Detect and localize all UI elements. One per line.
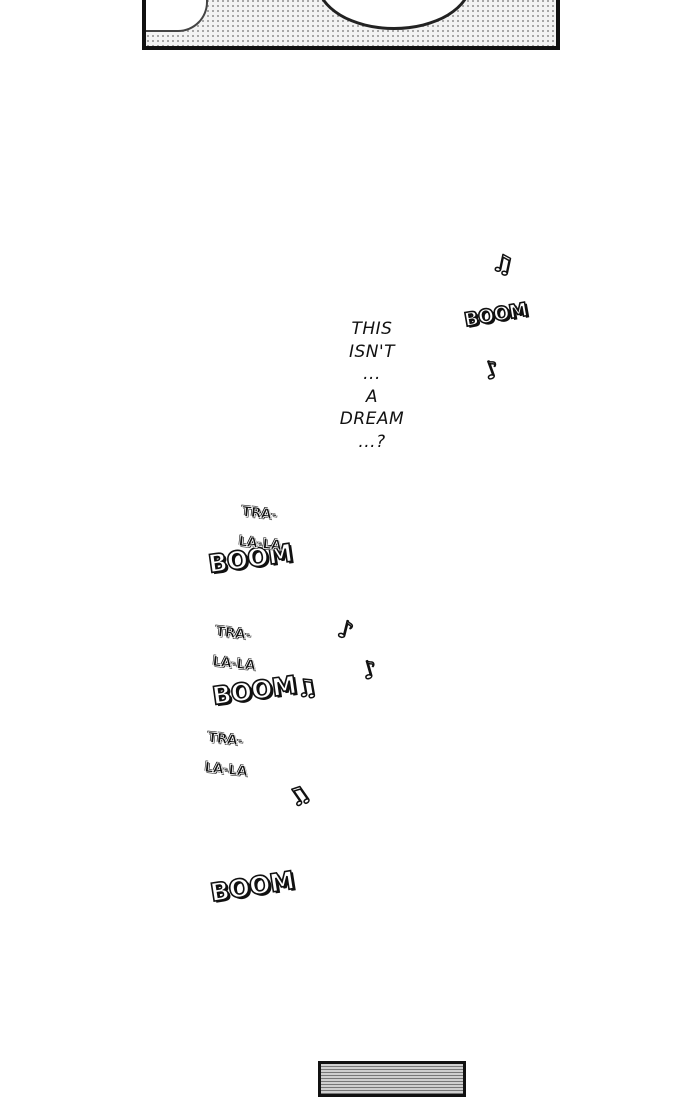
music-note-icon: ♫ bbox=[281, 778, 316, 815]
dialogue-text: THIS ISN'T ... A DREAM ...? bbox=[322, 318, 422, 453]
dialogue-line: ... bbox=[363, 364, 381, 384]
music-note-icon: ♪ bbox=[479, 353, 504, 386]
sfx-tra-la-la-line: LA-LA bbox=[203, 759, 249, 781]
music-note-icon: ♪ bbox=[334, 614, 357, 646]
dialogue-line: DREAM bbox=[339, 409, 405, 429]
sfx-tra-la-la-line: TRA- bbox=[240, 503, 278, 524]
sfx-tra-la-la-line: LA-LA bbox=[237, 533, 283, 555]
bottom-panel-fragment bbox=[318, 1061, 466, 1097]
character-head-outline bbox=[316, 0, 472, 30]
sfx-tra-la-la: TRA- LA-LA bbox=[210, 610, 260, 689]
sfx-boom: BOOM bbox=[207, 865, 297, 908]
sfx-tra-la-la: TRA- LA-LA bbox=[236, 490, 286, 569]
music-note-icon: ♫ bbox=[489, 247, 517, 280]
sfx-tra-la-la-line: LA-LA bbox=[211, 653, 257, 675]
music-note-icon: ♫ bbox=[293, 672, 321, 705]
sfx-boom: BOOM bbox=[462, 298, 530, 332]
top-panel-fragment bbox=[142, 0, 560, 50]
sfx-tra-la-la-line: TRA- bbox=[214, 623, 252, 644]
sfx-tra-la-la-line: TRA- bbox=[206, 729, 244, 750]
dialogue-line: THIS bbox=[351, 319, 393, 339]
speech-bubble-fragment bbox=[146, 0, 208, 32]
music-note-icon: ♪ bbox=[358, 654, 382, 687]
dialogue-line: ...? bbox=[358, 431, 386, 452]
dialogue-line: A bbox=[365, 386, 379, 407]
dialogue-line: ISN'T bbox=[348, 341, 396, 362]
sfx-tra-la-la: TRA- LA-LA bbox=[202, 716, 252, 795]
